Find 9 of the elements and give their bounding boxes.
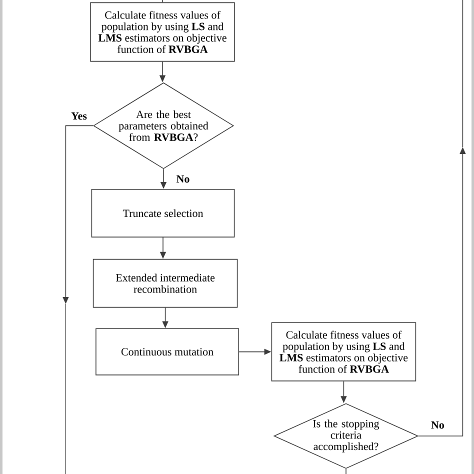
process-box: Calculate fitness values of population by using LS and LMS estimators on objective function of RVBGA [90,2,235,62]
connector-line [162,0,163,3]
process-box: Extended intermediate recombination [92,258,238,308]
edge-label: No [175,174,191,184]
edge-label: No [430,420,446,430]
process-box: Continuous mutation [96,328,240,376]
process-box: Truncate selection [91,188,235,238]
edge-label: Yes [70,111,88,121]
process-box: Calculate fitness values of population by using LS and LMS estimators on objective function of RVBGA [271,322,416,382]
